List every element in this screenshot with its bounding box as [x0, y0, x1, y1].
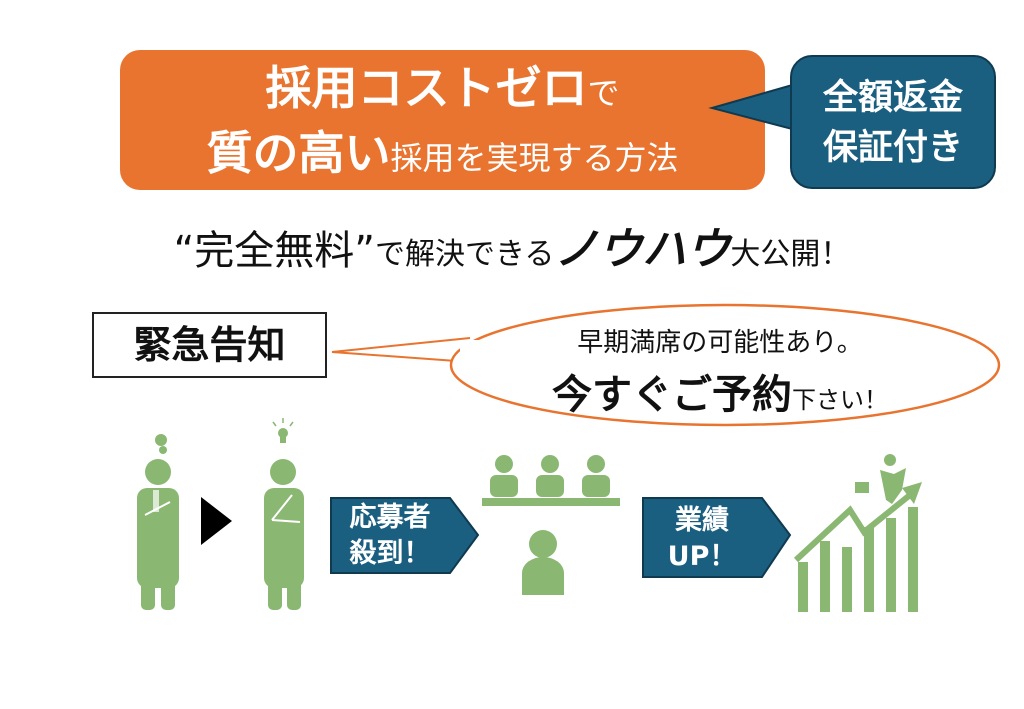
tagline-end: 大公開！ [730, 237, 851, 272]
arrow-results-label: 業績 UP！ [643, 503, 761, 575]
arrow-results-line1: 業績 [675, 505, 729, 536]
arrow-applicants-label: 応募者 殺到！ [331, 500, 449, 572]
headline-line1-small: で [587, 74, 620, 112]
guarantee-line1: 全額返金 [822, 78, 963, 118]
bubble-line2-small: 下さい！ [792, 386, 888, 414]
arrow-applicants-line1: 応募者 [349, 502, 431, 533]
worried-person-icon [137, 434, 179, 610]
urgent-notice-label: 緊急告知 [92, 312, 327, 378]
headline-line2-small: 採用を実現する方法 [390, 139, 679, 177]
speech-bubble [331, 303, 1001, 427]
headline-banner: 採用コストゼロで 質の高い採用を実現する方法 [120, 50, 765, 190]
tagline-bold: ノウハウ [554, 224, 731, 275]
headline-line1-bold: 採用コストゼロ [265, 61, 588, 115]
growth-chart-icon [793, 454, 922, 612]
bubble-line1: 早期満席の可能性あり。 [577, 328, 863, 358]
bubble-line2: 今すぐご予約下さい！ [460, 362, 980, 420]
guarantee-line2: 保証付き [822, 128, 963, 168]
idea-person-icon [264, 418, 304, 610]
tagline: “完全無料”で解決できるノウハウ大公開！ [0, 222, 1024, 283]
arrow-applicants-shape [330, 497, 480, 574]
arrow-results-shape [642, 497, 792, 578]
flow-illustration [137, 418, 922, 612]
guarantee-bubble-tail [708, 82, 797, 132]
arrow-results-line2: UP！ [667, 541, 737, 572]
headline-line2-bold: 質の高い [206, 126, 391, 180]
tagline-mid: で解決できる [375, 237, 555, 272]
tagline-quoted: “完全無料” [173, 228, 376, 274]
play-arrow-icon [201, 497, 232, 545]
guarantee-badge: 全額返金 保証付き [790, 55, 996, 189]
arrow-applicants-line2: 殺到！ [349, 538, 431, 569]
bubble-line2-bold: 今すぐご予約 [552, 372, 792, 418]
interview-panel-icon [482, 455, 620, 595]
